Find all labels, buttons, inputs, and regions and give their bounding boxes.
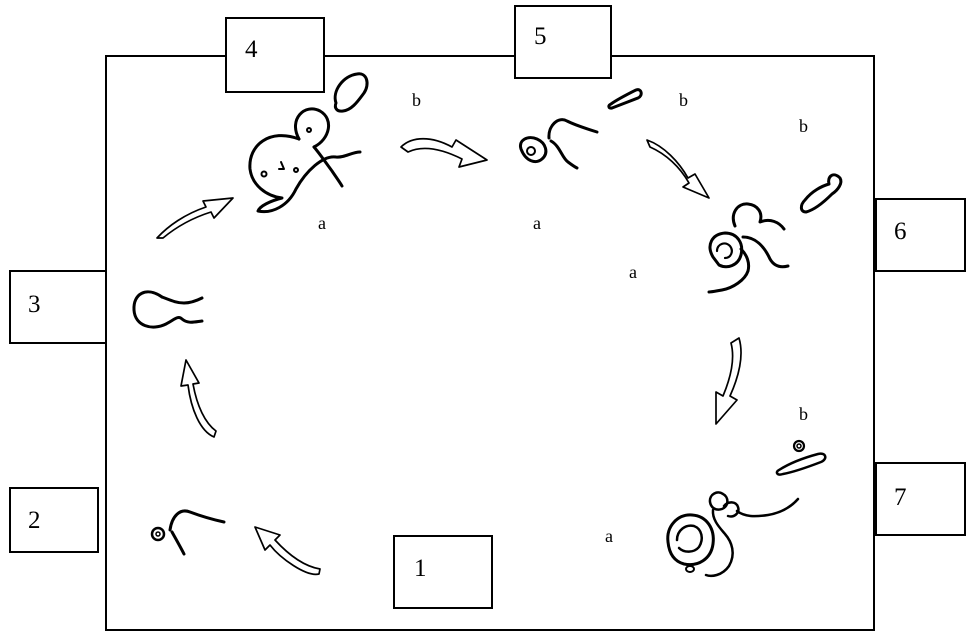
stage-box-3: 3 [9,270,107,344]
arrow-stage-1-to-2 [254,526,321,575]
organism-stage-5 [518,88,643,170]
stage-label-3: 3 [28,291,41,318]
stage-box-2: 2 [9,487,99,553]
stage-label-4: 4 [245,36,258,63]
stage-box-1: 1 [393,535,493,609]
stage-label-5: 5 [534,23,547,50]
stage-label-7: 7 [894,484,907,511]
arrow-stage-2-to-3 [180,359,217,438]
part-label-b-stage-6: b [799,116,808,136]
arrow-stage-6-to-7 [715,337,742,425]
stage-box-5: 5 [514,5,612,79]
organism-stage-2 [150,509,226,556]
part-label-b-stage-7: b [799,404,808,424]
stage-label-1: 1 [414,555,427,582]
arrow-stage-5-to-6 [646,139,710,199]
arrow-stage-4-to-5 [400,137,488,168]
part-label-a-stage-7: a [605,526,613,546]
stage-box-6: 6 [875,198,966,272]
part-label-a-stage-6: a [629,262,637,282]
part-label-b-stage-5: b [679,90,688,110]
organism-stage-7 [666,439,827,578]
stage-label-2: 2 [28,507,41,534]
part-label-a-stage-5: a [533,213,541,233]
arrow-stage-3-to-4 [156,197,234,239]
organism-stage-6 [707,173,843,294]
part-label-b-stage-4: b [412,90,421,110]
stage-label-6: 6 [894,218,907,245]
part-label-a-stage-4: a [318,213,326,233]
organism-stage-4 [248,72,369,214]
stage-box-4: 4 [225,17,325,93]
organism-stage-3 [132,290,204,329]
stage-box-7: 7 [875,462,966,536]
